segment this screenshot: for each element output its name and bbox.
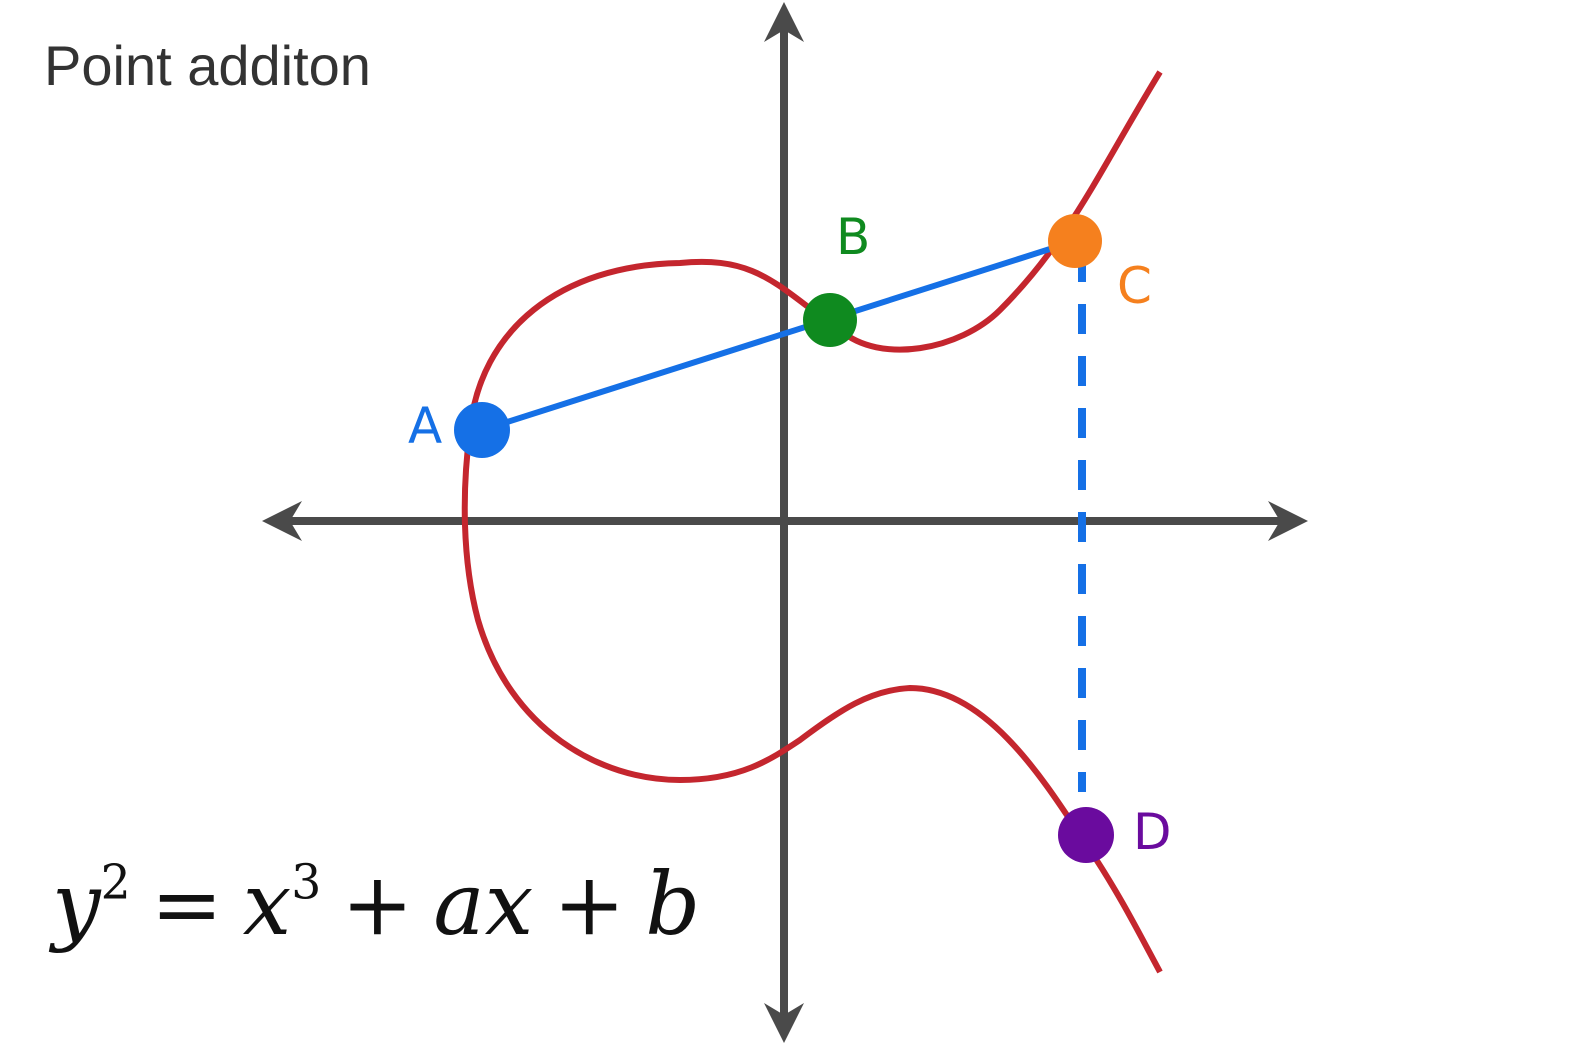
- point-c-label: C: [1117, 257, 1152, 315]
- point-b-label: B: [836, 208, 870, 266]
- curve-equation: y2=x3+ax+b: [52, 859, 700, 948]
- point-a-label: A: [408, 397, 442, 455]
- point-c-marker: [1048, 214, 1102, 268]
- eq-x: x: [242, 855, 292, 955]
- eq-b: b: [645, 855, 701, 955]
- elliptic-curve: [461, 70, 1163, 974]
- eq-plus-1: +: [341, 855, 414, 955]
- point-d-marker: [1058, 807, 1114, 863]
- eq-plus-2: +: [553, 855, 626, 955]
- eq-ax: ax: [433, 855, 534, 955]
- eq-exp-x: 3: [291, 855, 322, 911]
- eq-equals: =: [150, 855, 223, 955]
- point-b-marker: [803, 293, 857, 347]
- point-d-label: D: [1133, 803, 1172, 861]
- eq-exp-y: 2: [100, 855, 131, 911]
- eq-y: y: [52, 855, 101, 955]
- secant-line: [481, 238, 1076, 433]
- diagram-title: Point additon: [44, 34, 371, 97]
- point-a-marker: [454, 402, 510, 458]
